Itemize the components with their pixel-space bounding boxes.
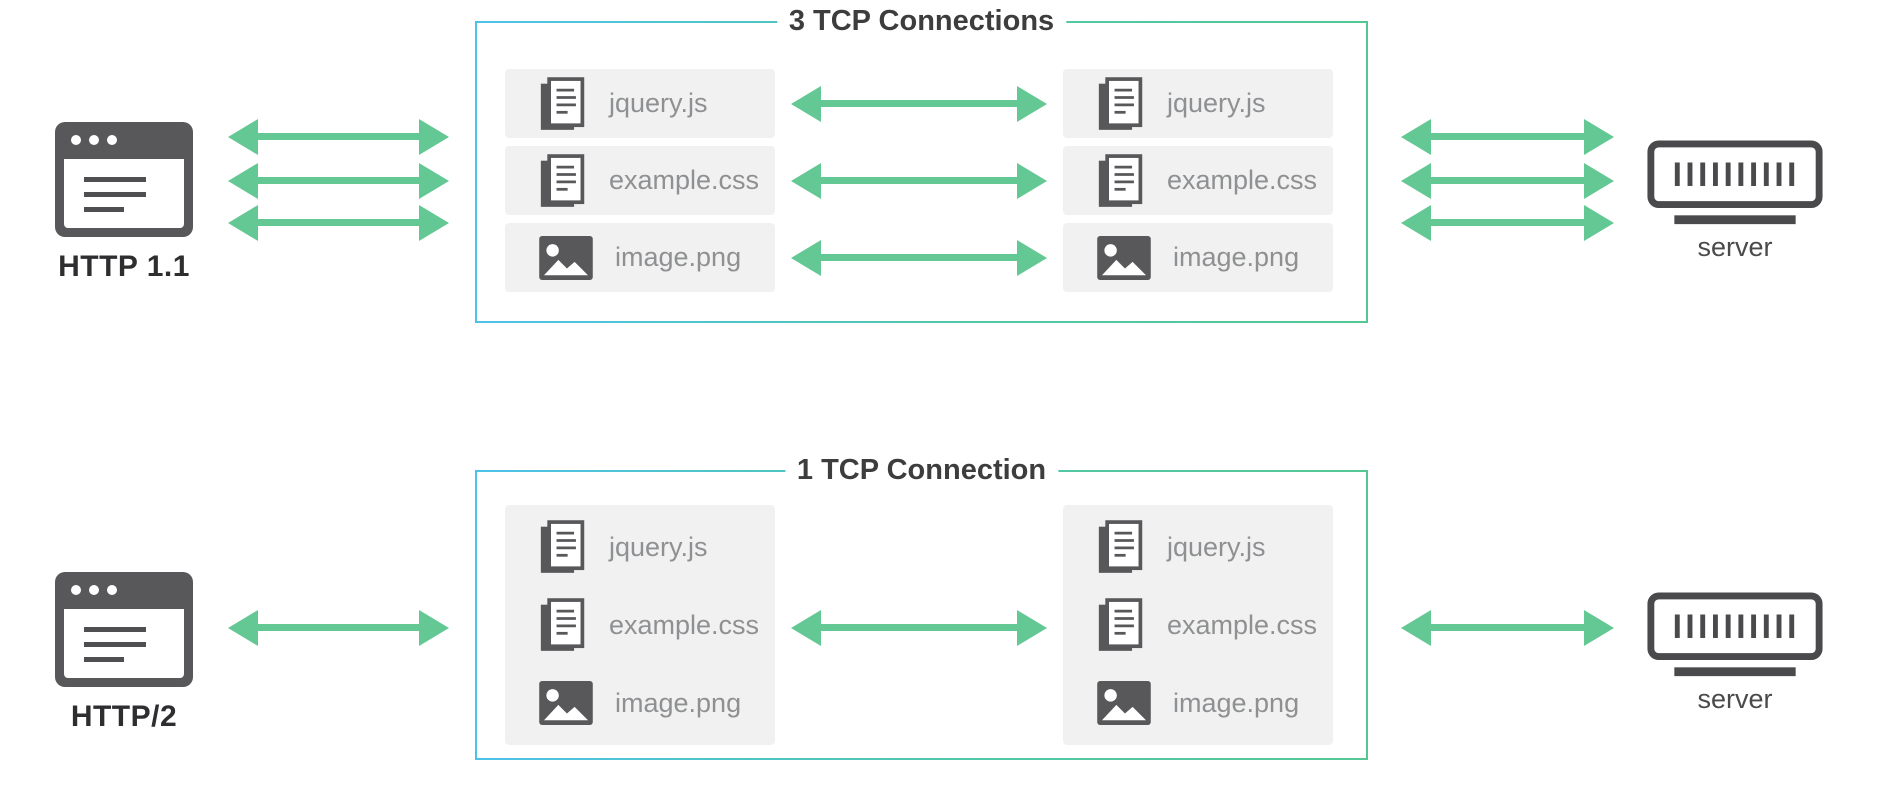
file-item-image-right: image.png (1063, 223, 1333, 292)
browser-window-icon (55, 122, 193, 237)
client-box-arrow-2 (257, 177, 420, 184)
image-icon (1097, 681, 1151, 725)
file-transfer-arrow-image (820, 254, 1018, 261)
server-label: server (1697, 232, 1773, 262)
file-transfer-arrow-css (820, 177, 1018, 184)
file-label: image.png (615, 687, 742, 718)
file-label: jquery.js (1167, 531, 1266, 562)
file-label: image.png (1173, 242, 1300, 272)
file-item-css-right: example.css (1063, 146, 1333, 215)
file-item-css: example.css (1063, 593, 1333, 657)
multiplexed-transfer-arrow (820, 624, 1018, 631)
image-icon (539, 235, 593, 280)
document-icon (1097, 153, 1143, 209)
box-server-arrow-2 (1430, 177, 1585, 184)
document-icon (1097, 76, 1143, 132)
box-title: 3 TCP Connections (776, 4, 1067, 38)
file-panel-left: jquery.js example.css image.png (505, 505, 775, 745)
file-item-jquery: jquery.js (1063, 515, 1333, 579)
server-label: server (1697, 684, 1773, 714)
browser-content (64, 609, 184, 678)
server-top: server (1645, 140, 1825, 263)
file-label: jquery.js (609, 531, 708, 562)
file-item-jquery-right: jquery.js (1063, 69, 1333, 138)
file-label: jquery.js (609, 88, 708, 118)
file-item-css: example.css (505, 593, 775, 657)
file-item-jquery-left: jquery.js (505, 69, 775, 138)
file-label: image.png (1173, 687, 1300, 718)
client-label-http11: HTTP 1.1 (58, 250, 190, 283)
browser-window-icon (55, 572, 193, 687)
client-label-http2: HTTP/2 (70, 700, 178, 733)
image-icon (1097, 235, 1151, 280)
file-label: example.css (609, 609, 760, 640)
image-icon (539, 681, 593, 725)
file-label: example.css (609, 165, 760, 195)
document-icon (539, 598, 585, 653)
file-item-jquery: jquery.js (505, 515, 775, 579)
server-bottom: server (1645, 592, 1825, 715)
file-label: jquery.js (1167, 88, 1266, 118)
box-server-arrow-3 (1430, 219, 1585, 226)
file-item-image-left: image.png (505, 223, 775, 292)
server-icon (1645, 592, 1825, 682)
box-title: 1 TCP Connection (784, 453, 1059, 487)
client-box-arrow-single (257, 624, 420, 631)
box-server-arrow-1 (1430, 133, 1585, 140)
file-label: example.css (1167, 609, 1318, 640)
file-item-image: image.png (505, 671, 775, 735)
browser-content (64, 159, 184, 228)
document-icon (1097, 598, 1143, 653)
browser-dots (71, 135, 117, 145)
document-icon (1097, 520, 1143, 575)
document-icon (539, 76, 585, 132)
file-panel-right: jquery.js example.css image.png (1063, 505, 1333, 745)
file-item-css-left: example.css (505, 146, 775, 215)
document-icon (539, 520, 585, 575)
box-server-arrow-single (1430, 624, 1585, 631)
document-icon (539, 153, 585, 209)
file-label: image.png (615, 242, 742, 272)
browser-dots (71, 585, 117, 595)
client-box-arrow-3 (257, 219, 420, 226)
file-label: example.css (1167, 165, 1318, 195)
file-item-image: image.png (1063, 671, 1333, 735)
client-box-arrow-1 (257, 133, 420, 140)
file-transfer-arrow-jquery (820, 100, 1018, 107)
server-icon (1645, 140, 1825, 230)
